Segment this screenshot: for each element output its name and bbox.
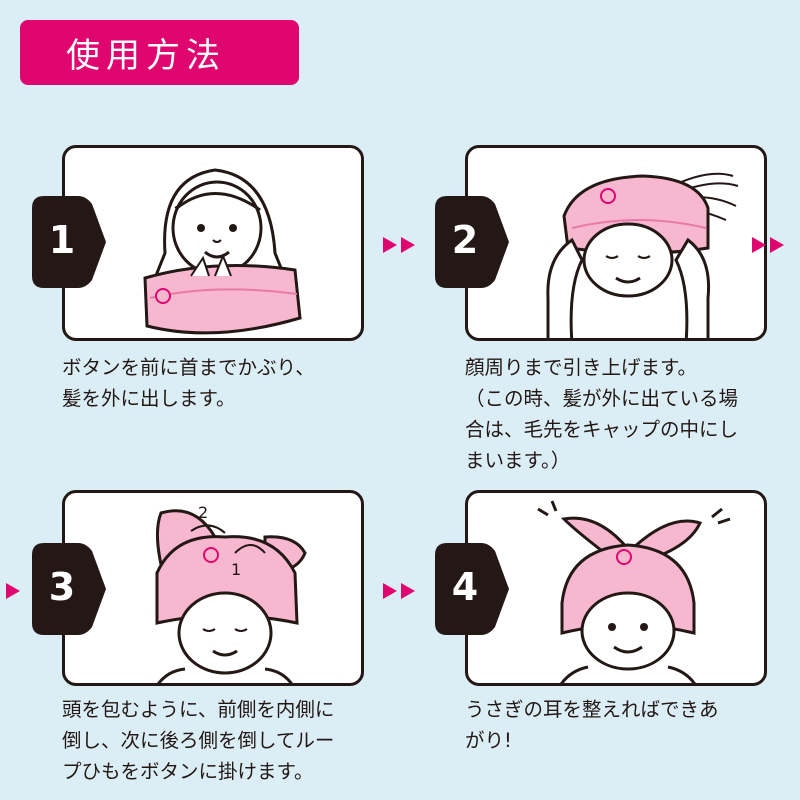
fold-step-label: 2 — [198, 503, 208, 522]
page-title: 使用方法 — [20, 20, 299, 85]
next-arrows-icon — [383, 583, 423, 599]
child-bunny-ear-cap-icon — [537, 500, 731, 683]
next-arrows-icon — [6, 583, 28, 599]
next-arrows-icon — [383, 237, 423, 253]
step-1-panel — [62, 145, 364, 341]
step-2-panel — [465, 145, 767, 341]
child-cap-folding-icon: 2 1 — [155, 503, 307, 683]
step-4-badge: 4 — [435, 543, 509, 635]
step-4-panel — [465, 490, 767, 686]
child-pulling-cap-up-icon — [546, 172, 739, 338]
step-2-badge: 2 — [435, 196, 509, 288]
step-3-description: 頭を包むように、前側を内側に 倒し、次に後ろ側を倒してルー プひもをボタンに掛け… — [62, 698, 335, 783]
step-1-badge: 1 — [32, 196, 106, 288]
next-arrows-icon — [752, 237, 792, 253]
child-with-towel-around-neck-icon — [143, 168, 302, 335]
fold-step-label: 1 — [231, 560, 241, 579]
step-3-badge: 3 — [32, 543, 106, 635]
step-4-description: うさぎの耳を整えればできあ がり! — [465, 698, 719, 752]
step-1-description: ボタンを前に首までかぶり、 髪を外に出します。 — [62, 356, 315, 410]
step-2-description: 顔周りまで引き上げます。 （この時、髪が外に出ている場 合は、毛先をキャップの中… — [465, 356, 739, 472]
step-3-panel: 2 1 — [62, 490, 364, 686]
